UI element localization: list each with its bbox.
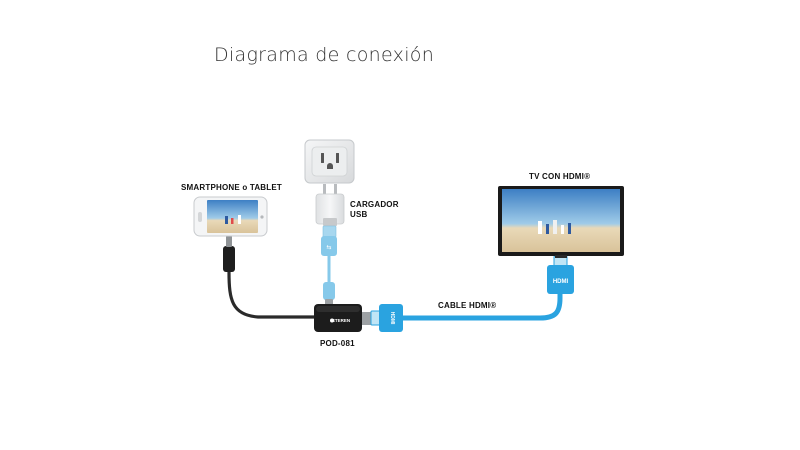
usb-charger-icon: [315, 184, 345, 226]
hdmi-plug-text: HDMI: [553, 279, 569, 285]
tv-label: TV CON HDMI®: [529, 172, 591, 181]
charger-label-line2: USB: [350, 210, 368, 219]
hdmi-plug-icon: HDMI: [370, 304, 403, 332]
charger-label-line1: CARGADOR: [350, 200, 399, 209]
smartphone-icon: [193, 196, 268, 237]
usb-plug-icon: ⇆: [321, 225, 337, 256]
hdmi-cable: [399, 289, 563, 321]
cable-label: CABLE HDMI®: [438, 301, 497, 310]
micro-usb-plug-icon: [323, 282, 335, 305]
model-label: POD-081: [320, 339, 355, 348]
svg-text:⇆: ⇆: [326, 244, 331, 251]
diagram-title: Diagrama de conexión: [214, 44, 435, 66]
adapter-icon: STEREN: [314, 304, 372, 332]
micro-usb-plug-icon: [223, 236, 235, 272]
tv-icon: [498, 186, 624, 258]
smartphone-label: SMARTPHONE o TABLET: [181, 183, 282, 192]
wall-outlet-icon: [304, 139, 355, 184]
adapter-brand: STEREN: [332, 318, 350, 323]
hdmi-plug-icon: HDMI: [547, 255, 574, 294]
micro-usb-cable: [227, 270, 324, 319]
hdmi-plug-text: HDMI: [389, 312, 395, 325]
